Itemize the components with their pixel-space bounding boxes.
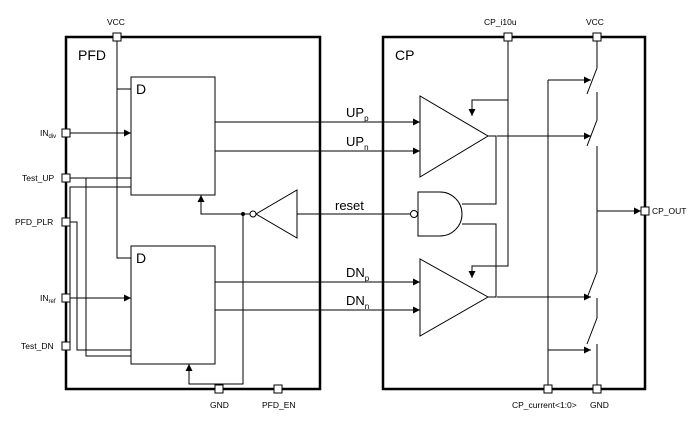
pin-gnd-cp: [592, 384, 602, 394]
reset-bottom-wire: [185, 214, 244, 385]
pin-cp-out-label: CP_OUT: [652, 206, 686, 216]
pin-gnd-pfd: [214, 384, 224, 394]
pfd-block: [64, 35, 322, 391]
pin-test-up: [61, 173, 71, 183]
and-in-dn-wire: [462, 223, 497, 298]
pin-vcc-pfd: [112, 32, 122, 42]
reset-buffer-bubble: [249, 210, 257, 218]
switch-4: [586, 317, 598, 345]
pin-cp-out: [640, 206, 650, 216]
reset-label: reset: [335, 198, 364, 213]
dn-amplifier: [419, 258, 490, 337]
up-amplifier: [419, 95, 489, 178]
dff-top-label: D: [136, 81, 146, 97]
dff-bottom: [130, 245, 216, 365]
pin-vcc-cp: [592, 32, 602, 42]
pfd-block-label: PFD: [78, 47, 106, 63]
up-p-label: UPp: [346, 105, 369, 123]
pin-test-dn: [61, 341, 71, 351]
pin-in-div-label: INdiv: [40, 128, 56, 140]
cp-i10u-up-wire: [468, 99, 508, 116]
pin-in-ref-label: INref: [40, 293, 56, 305]
reset-buffer: [255, 189, 298, 239]
pin-gnd-pfd-label: GND: [210, 400, 229, 410]
pin-vcc-pfd-label: VCC: [107, 17, 125, 27]
dn-p-label: DNp: [346, 265, 370, 283]
pin-pfd-plr: [61, 217, 71, 227]
up-n-label: UPn: [346, 134, 369, 152]
reset-junction: [241, 212, 245, 216]
pin-in-ref: [61, 293, 71, 303]
pin-cp-current: [543, 384, 553, 394]
pin-pfd-en: [273, 384, 283, 394]
pin-pfd-plr-label: PFD_PLR: [15, 217, 53, 227]
switch-1: [586, 67, 598, 95]
pin-test-up-label: Test_UP: [22, 173, 54, 183]
and-in-up-wire: [462, 135, 497, 205]
test-up-loop-wire: [85, 178, 131, 357]
cp-block-label: CP: [395, 47, 414, 63]
test-dn-wire: [66, 186, 131, 347]
pin-cp-current-label: CP_current<1:0>: [512, 400, 577, 410]
pin-test-dn-label: Test_DN: [21, 341, 54, 351]
pin-cp-i10u: [503, 32, 513, 42]
dff-top: [130, 76, 216, 196]
pin-pfd-en-label: PFD_EN: [262, 400, 296, 410]
and-gate: [417, 191, 463, 237]
dff-bottom-label: D: [136, 250, 146, 266]
switch-2: [586, 119, 598, 147]
pin-vcc-cp-label: VCC: [586, 17, 604, 27]
pfd-vcc-wire: [116, 37, 131, 259]
cp-i10u-wire: [468, 37, 509, 278]
switch-3: [586, 271, 598, 299]
reset-top-wire: [197, 195, 250, 215]
pin-gnd-cp-label: GND: [590, 400, 609, 410]
pin-in-div: [61, 128, 71, 138]
pfd-plr-wire: [66, 221, 131, 351]
and-gate-bubble: [410, 210, 418, 218]
pin-cp-i10u-label: CP_i10u: [484, 17, 517, 27]
dn-n-label: DNn: [346, 293, 369, 311]
